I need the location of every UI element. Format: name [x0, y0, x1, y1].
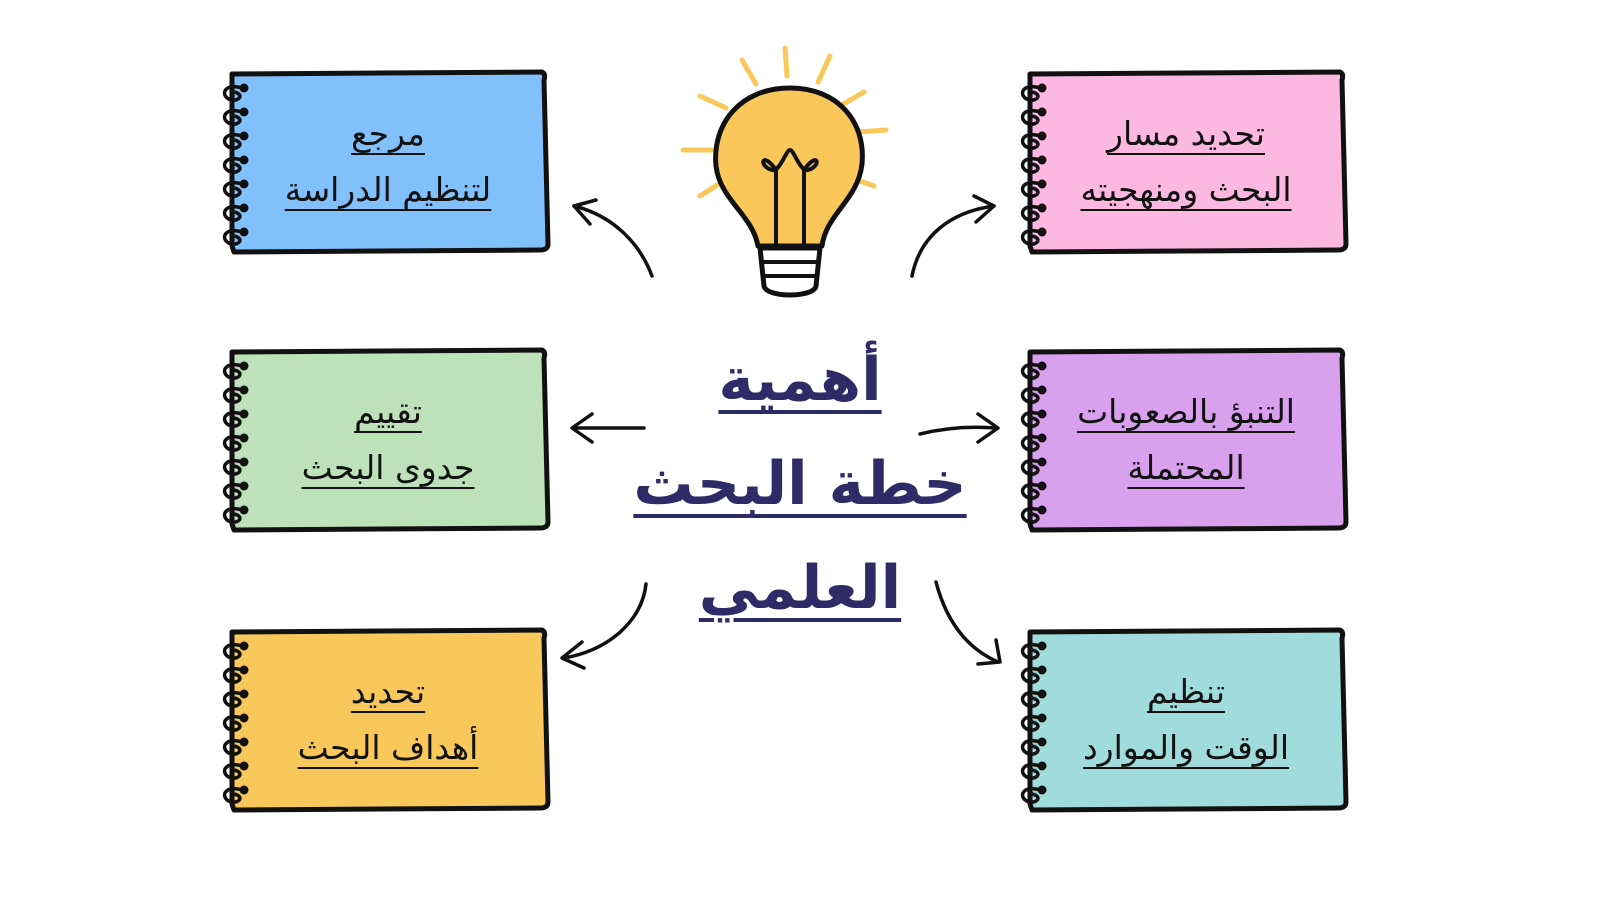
- arrow-icon: [560, 582, 648, 670]
- card-goals-line-2: أهداف البحث: [297, 728, 479, 767]
- arrow-icon: [572, 198, 654, 278]
- card-evaluate: تقييم جدوى البحث: [228, 350, 548, 530]
- title-line-3: العلمي: [698, 553, 902, 623]
- card-organize-line-1: تنظيم: [1146, 672, 1226, 711]
- card-evaluate-line-2: جدوى البحث: [301, 448, 475, 487]
- arrow-icon: [918, 412, 1000, 444]
- notebook-card-direction: [1020, 69, 1349, 255]
- diagram-title: أهمية خطة البحث العلمي: [580, 328, 1020, 640]
- card-organize-line-2: الوقت والموارد: [1082, 728, 1290, 767]
- card-predict-line-1: التنبؤ بالصعوبات: [1077, 392, 1295, 431]
- card-organize: تنظيم الوقت والموارد: [1026, 630, 1346, 810]
- notebook-card-goals: [222, 627, 551, 813]
- card-direction: تحديد مسار البحث ومنهجيته: [1026, 72, 1346, 252]
- card-reference-line-2: لتنظيم الدراسة: [284, 170, 492, 209]
- card-evaluate-line-1: تقييم: [354, 392, 422, 431]
- card-goals: تحديد أهداف البحث: [228, 630, 548, 810]
- notebook-card-organize: [1020, 627, 1349, 813]
- card-reference-line-1: مرجع: [351, 114, 425, 153]
- card-direction-line-2: البحث ومنهجيته: [1080, 170, 1292, 209]
- notebook-card-evaluate: [222, 347, 551, 533]
- card-predict: التنبؤ بالصعوبات المحتملة: [1026, 350, 1346, 530]
- title-line-1: أهمية: [718, 345, 882, 415]
- arrow-icon: [934, 580, 1002, 666]
- arrow-icon: [910, 194, 996, 278]
- notebook-card-reference: [222, 69, 551, 255]
- card-reference: مرجع لتنظيم الدراسة: [228, 72, 548, 252]
- notebook-card-predict: [1020, 347, 1349, 533]
- card-goals-line-1: تحديد: [350, 672, 426, 711]
- lightbulb-icon: [680, 45, 889, 298]
- card-direction-line-1: تحديد مسار: [1107, 114, 1265, 153]
- arrow-icon: [570, 412, 646, 444]
- card-predict-line-2: المحتملة: [1127, 448, 1245, 487]
- title-line-2: خطة البحث: [633, 449, 967, 519]
